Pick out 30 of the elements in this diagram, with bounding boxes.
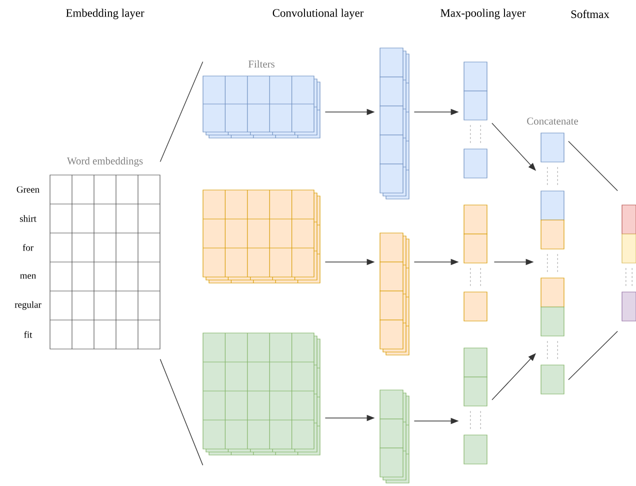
feature-map-stack <box>380 48 410 200</box>
pooled-vector <box>464 204 488 322</box>
layer-heading: Embedding layer <box>66 8 144 20</box>
word-label: shirt <box>20 215 36 222</box>
node-label: Concatenate <box>527 118 578 125</box>
layer-heading: Convolutional layer <box>272 8 364 20</box>
word-label: fit <box>24 331 32 338</box>
connector-line <box>160 358 204 466</box>
filter-stack <box>202 190 320 284</box>
arrow <box>492 353 536 400</box>
softmax-vector <box>622 204 636 322</box>
filter-stack: Filters <box>202 60 320 138</box>
feature-map-stack <box>380 232 410 356</box>
connector-line <box>568 330 618 380</box>
embedding-matrix: Word embeddings <box>50 157 160 350</box>
concatenated-vector: Concatenate <box>527 118 578 394</box>
filter-stack <box>202 332 320 456</box>
word-label: men <box>20 274 36 279</box>
connector-line <box>160 61 204 162</box>
feature-map-stack <box>380 390 410 484</box>
pooled-vector <box>464 62 488 178</box>
connector-line <box>568 140 618 192</box>
layer-heading: Max-pooling layer <box>440 8 526 20</box>
layer-heading: Softmax <box>571 10 610 18</box>
word-label: regular <box>14 301 42 310</box>
node-label: Filters <box>248 60 274 68</box>
pooled-vector <box>464 348 488 464</box>
word-label: for <box>22 244 34 251</box>
word-label: Green <box>16 186 40 193</box>
node-label: Word embeddings <box>66 157 143 167</box>
